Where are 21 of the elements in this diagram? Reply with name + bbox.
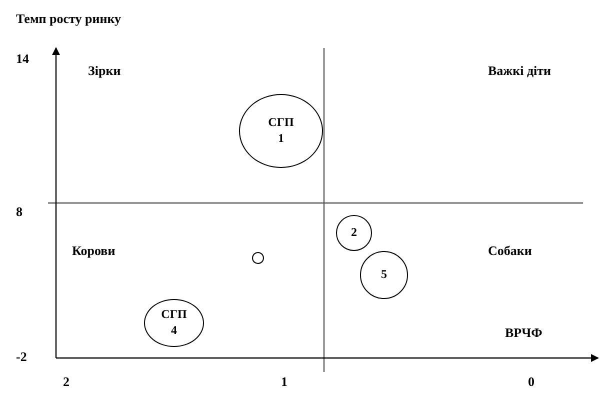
bubble bbox=[252, 252, 264, 264]
bubble-label: 5 bbox=[380, 267, 388, 283]
axis-tick: -2 bbox=[16, 350, 27, 363]
axis-tick: 8 bbox=[16, 205, 22, 218]
bubble bbox=[360, 251, 408, 299]
axis-tick: 1 bbox=[281, 375, 288, 388]
quadrant-label: Собаки bbox=[488, 244, 532, 257]
axis-tick: 14 bbox=[16, 52, 29, 65]
bubble bbox=[239, 94, 323, 168]
axis-tick: 2 bbox=[63, 375, 70, 388]
bubble-label: СГП 4 bbox=[160, 307, 188, 339]
axis-tick: 0 bbox=[528, 375, 534, 388]
quadrant-label: Зірки bbox=[88, 64, 121, 77]
quadrant-label: Корови bbox=[72, 244, 116, 257]
bubble-label: СГП 1 bbox=[267, 115, 295, 147]
bubble bbox=[336, 215, 372, 251]
axis-title: Темп росту ринку bbox=[16, 12, 122, 25]
quadrant-label: Важкі діти bbox=[488, 64, 552, 77]
axis-title: ВРЧФ bbox=[505, 326, 542, 339]
bubble bbox=[144, 299, 204, 347]
bubble-label: 2 bbox=[350, 225, 358, 241]
